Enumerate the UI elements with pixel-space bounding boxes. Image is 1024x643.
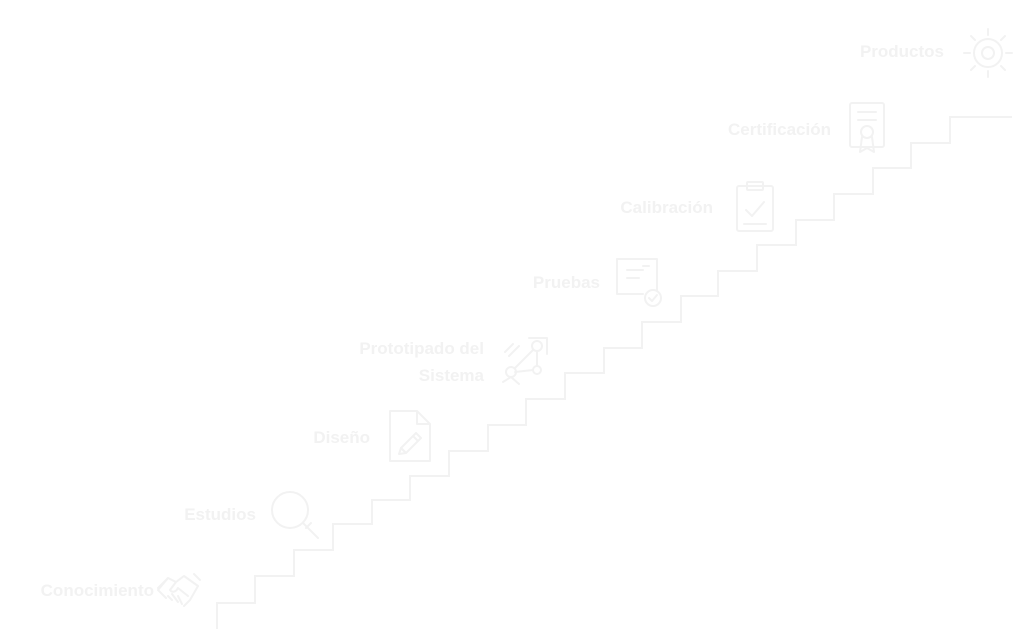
certificate-icon: [846, 100, 888, 158]
step-label-estudios: Estudios: [184, 505, 256, 524]
step-label-prototipado: Prototipado del Sistema: [359, 339, 484, 385]
prototype-network-icon: [497, 332, 553, 388]
design-document-icon: [387, 408, 433, 464]
handshake-icon: [154, 566, 204, 612]
calibration-clipboard-icon: [734, 180, 776, 234]
step-label-pruebas: Pruebas: [532, 273, 600, 292]
step-label-productos: Productos: [859, 42, 944, 61]
step-label-diseno: Diseño: [313, 428, 370, 447]
step-label-conocimiento: Conocimiento: [40, 581, 154, 600]
test-document-icon: [613, 256, 669, 308]
gear-sun-icon: [960, 26, 1016, 82]
step-label-calibracion: Calibración: [620, 198, 713, 217]
magnifier-icon: [266, 486, 324, 544]
step-label-certificacion: Certificación: [728, 120, 831, 139]
